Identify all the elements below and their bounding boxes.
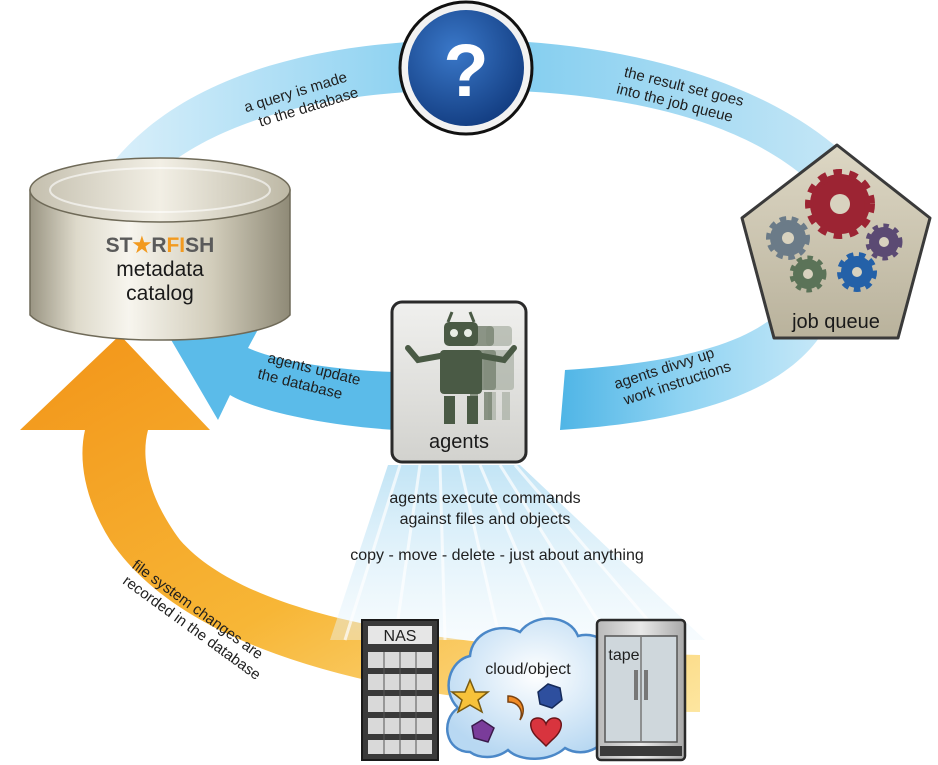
star-icon: ★: [132, 234, 151, 257]
agents-label: agents: [429, 431, 489, 453]
query-node: ?: [398, 0, 534, 136]
job-queue: job queue: [740, 143, 932, 340]
gear-icon-blue: [837, 252, 877, 292]
cloud-label: cloud/object: [485, 661, 571, 678]
arrow-agents-to-catalog: [170, 322, 395, 430]
gear-icon-purple: [865, 223, 903, 261]
arrow-query-to-queue: [115, 40, 840, 180]
nas-label: NAS: [384, 628, 417, 645]
agents-node: agents: [390, 300, 528, 464]
gear-icon-red: [805, 169, 875, 239]
job-queue-label: job queue: [791, 311, 880, 333]
crescent-object-icon: [507, 695, 524, 721]
label-actions: copy - move - delete - just about anythi…: [350, 547, 644, 564]
question-mark-icon: ?: [443, 29, 488, 112]
nas-storage: NAS: [361, 619, 439, 761]
robot-icon: [405, 311, 517, 424]
label-execute-1: agents execute commands: [389, 490, 580, 507]
brand-part-sh: SH: [185, 234, 214, 257]
brand-part-r: R: [151, 234, 166, 257]
star-object-icon: [449, 678, 491, 714]
brand-part-fi: FI: [166, 234, 185, 257]
diamond-object-icon: [471, 719, 495, 743]
arrow-queue-to-agents: [560, 300, 830, 430]
label-execute-2: against files and objects: [400, 511, 571, 528]
catalog-line-1: metadata: [116, 258, 204, 281]
gear-icon-green: [789, 255, 827, 293]
brand-part-st: ST: [106, 234, 133, 257]
hexagon-object-icon: [537, 683, 563, 709]
cloud-object-storage: cloud/object: [446, 617, 628, 760]
metadata-catalog: ST★RFISH metadata catalog: [29, 157, 291, 341]
arrow-fs-changes: [20, 335, 700, 712]
tape-label: tape: [608, 647, 639, 664]
nas-bay-dividers: [383, 652, 417, 754]
tape-storage: tape: [595, 618, 687, 762]
heart-object-icon: [530, 717, 562, 748]
starfish-logo: ST★RFISH: [106, 234, 215, 257]
beam-rays: [343, 464, 667, 641]
catalog-line-2: catalog: [126, 282, 194, 305]
gear-icon-grey: [766, 216, 810, 260]
